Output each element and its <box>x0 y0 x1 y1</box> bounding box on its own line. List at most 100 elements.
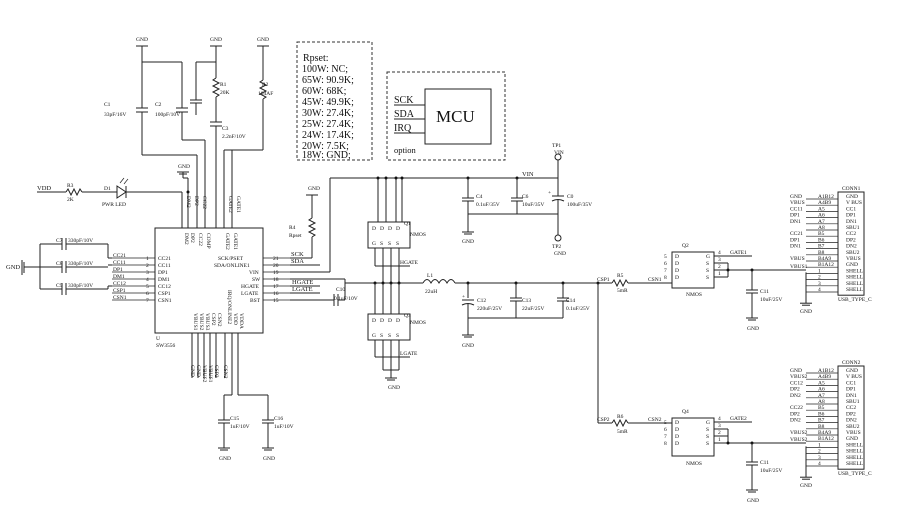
u1-top-pin-label: GATE1 <box>232 233 238 250</box>
u1-bottom-net: CSN2 <box>222 365 228 379</box>
connector-pin-label: CC2 <box>846 405 856 411</box>
q2-pin-num: 5 <box>664 254 667 260</box>
q1-pin: S <box>380 241 383 247</box>
connector-pin-num: B4A9 <box>818 430 831 436</box>
q2-pin: S <box>706 268 709 274</box>
q3-ref: Q3 <box>404 313 411 319</box>
connector-net-label: DN1 <box>790 219 801 225</box>
u1-bottom-pin-label: CSP2 <box>210 313 216 326</box>
u1-bottom-net: CSP2 <box>213 365 219 378</box>
q4-pin-num: 5 <box>664 420 667 426</box>
q3-pin: G <box>372 333 376 339</box>
q2-pin: D <box>675 268 679 274</box>
connector-pin-label: DN1 <box>846 393 857 399</box>
q2-pin: S <box>706 261 709 267</box>
u1-top-pin-label: DM2 <box>183 233 189 245</box>
rpset-row: 100W: NC; <box>302 64 348 75</box>
r4-value: Rpset <box>289 233 302 239</box>
connector-pin-num: B1A12 <box>818 262 834 268</box>
resistor-r1 <box>211 77 221 98</box>
q3-type: NMOS <box>410 320 426 326</box>
connector-net-label: CC12 <box>790 380 803 386</box>
connector-pin-num: A4B9 <box>818 374 831 380</box>
input-capacitors: C4 0.1uF/35V GND C6 10uF/35V + C0 100uF/… <box>462 143 592 257</box>
u1-bottom-pin-label: CSN2 <box>216 313 222 327</box>
mcu-option-frame <box>386 71 506 161</box>
connector-pin-num: 2 <box>818 449 821 455</box>
resistor-r4 <box>307 217 317 238</box>
connector-net-label: VBUS <box>790 200 805 206</box>
l1-value: 22uH <box>425 289 437 295</box>
connector-net-label: GND <box>790 194 802 200</box>
q4-pin-num: 8 <box>664 441 667 447</box>
u1-left-net-label: CSP1 <box>113 288 126 294</box>
c11b-value: 10uF/25V <box>760 468 782 474</box>
gnd-label: GND <box>747 326 759 332</box>
u1-right-pin-num: 19 <box>273 270 279 276</box>
gate1-net-label: GATE1 <box>730 250 747 256</box>
c14-value: 0.1uF/25V <box>566 306 590 312</box>
q4-pin: G <box>706 420 710 426</box>
mcu-block: MCU SCK SDA IRQ option <box>386 71 506 161</box>
u1-left-pin-label: DP1 <box>158 270 168 276</box>
q4-pin-num: 2 <box>718 430 721 436</box>
c11a-ref: C11 <box>760 289 769 295</box>
connector-pin-num: 4 <box>818 461 821 467</box>
c13-ref: C13 <box>522 298 531 304</box>
connector-pin-num: 3 <box>818 455 821 461</box>
mcu-label: MCU <box>436 107 475 126</box>
c6-value: 10uF/35V <box>522 202 544 208</box>
u1-bottom-pin-label: VDDA <box>238 313 244 329</box>
u1-left-pin-num: 6 <box>146 291 149 297</box>
u1-bottom-net: VBUS2 <box>201 365 207 383</box>
chip-u1-body <box>154 227 264 334</box>
mcu-pin-irq: IRQ <box>394 123 412 134</box>
u1-right-pin-label: LGATE <box>241 291 259 297</box>
c2-value: 100pF/10V <box>155 112 180 118</box>
rpset-and-vin: GND R4 Rpset SCK SDA VIN <box>289 171 558 273</box>
tp2-net: GND <box>554 251 566 257</box>
q4-pin: S <box>706 441 709 447</box>
u1-bottom-pin-label: IRQ/ONLINE2 <box>226 290 232 324</box>
r3-value: 2K <box>67 197 74 203</box>
u1-left-pin-num: 5 <box>146 284 149 290</box>
connector-pin-label: VBUS <box>846 256 861 262</box>
connector-net-label: DP2 <box>790 411 800 417</box>
connector-pin-num: B6 <box>818 411 825 417</box>
q3-pin: S <box>396 333 399 339</box>
r1-value: 20K <box>220 90 230 96</box>
connector-pin-num: B7 <box>818 418 825 424</box>
cc-capacitors: GND C7 330pF/10V C8 330pF/10V C9 330pF/1… <box>6 238 112 295</box>
r6-ref: R6 <box>617 414 624 420</box>
c10-value: 0.1uF/10V <box>334 296 358 302</box>
connector-pin-label: DN2 <box>846 244 857 250</box>
port-2: CSP2 R6 5mR CSN2 Q4 5 6 7 8 D D D D G S … <box>597 283 808 504</box>
connector-pin-num: A1B12 <box>818 368 834 374</box>
connector-pin-num: A1B12 <box>818 194 834 200</box>
gnd-label: GND <box>6 264 20 271</box>
led-d1 <box>116 185 127 199</box>
u1-top-pin-label: COMP <box>205 233 211 249</box>
c7-ref: C7 <box>56 238 63 244</box>
q1-pin: G <box>372 241 376 247</box>
q2-type: NMOS <box>686 292 702 298</box>
connector-type: USB_TYPE_C <box>838 471 872 477</box>
u1-top-net-label: DP2 <box>193 196 199 206</box>
q4-pin: D <box>675 427 679 433</box>
q3-pin: S <box>380 333 383 339</box>
connector-pin-label: DN1 <box>846 219 857 225</box>
l1-ref: L1 <box>427 273 433 279</box>
connector-net-label: GND <box>790 368 802 374</box>
q2-pin-num: 7 <box>664 268 667 274</box>
connector-net-label: CC11 <box>790 206 803 212</box>
mosfet-q3: D D D D G S S S Q3 NMOS LGATE GND <box>367 313 426 391</box>
gnd-label: GND <box>308 186 320 192</box>
connector-pin-num: 3 <box>818 281 821 287</box>
c1-ref: C1 <box>104 102 111 108</box>
connector-body <box>837 191 865 296</box>
c8-value: 330pF/10V <box>68 261 93 267</box>
top-left-network: GND GND GND C1 33pF/16V C2 100pF/10V R1 … <box>104 37 273 228</box>
mcu-pin-sck: SCK <box>394 95 414 106</box>
